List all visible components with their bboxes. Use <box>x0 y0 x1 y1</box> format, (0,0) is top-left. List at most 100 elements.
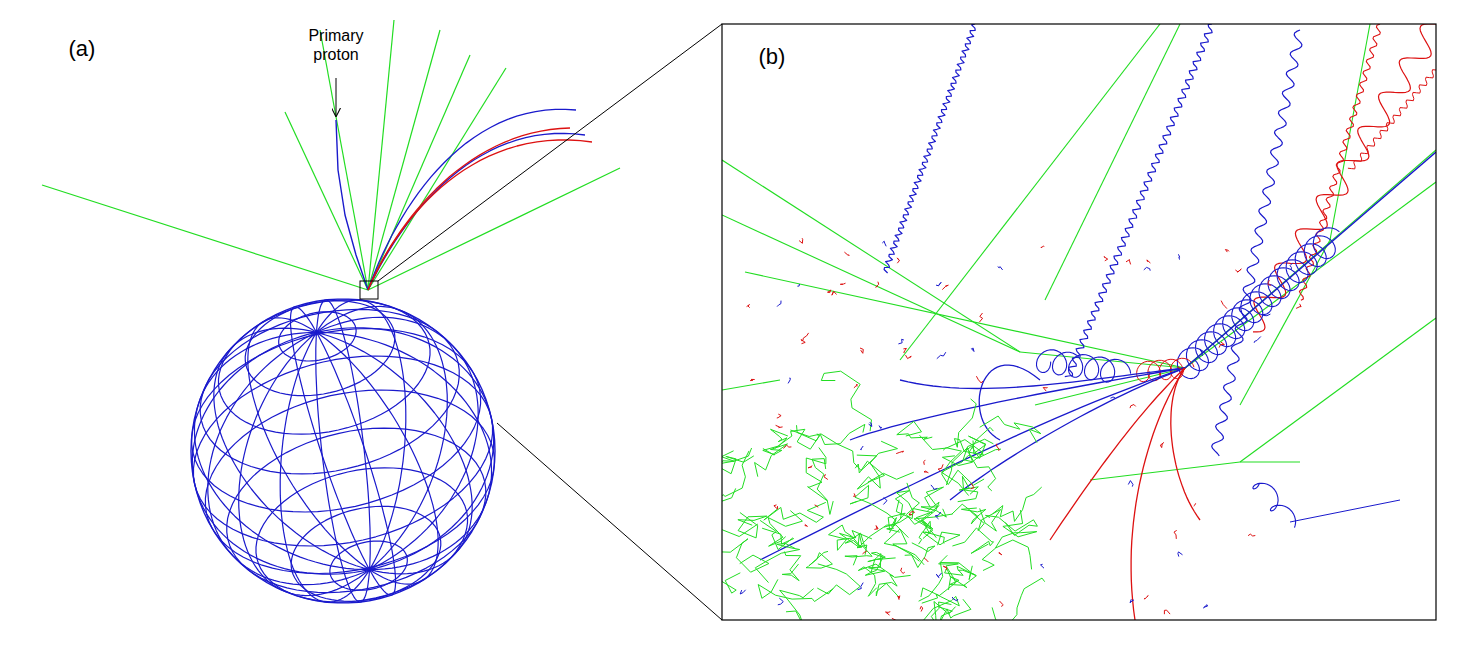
track-line <box>946 439 993 485</box>
track-line <box>760 368 1185 560</box>
track-line <box>924 471 928 473</box>
track-line <box>1144 267 1150 270</box>
track-line <box>1262 314 1271 316</box>
track-line <box>840 525 909 547</box>
track-line <box>768 511 802 547</box>
track-line <box>998 267 1003 270</box>
track-line <box>219 300 431 434</box>
track-line <box>214 328 370 570</box>
track-line <box>1104 257 1108 261</box>
track-line <box>952 597 958 601</box>
track-line <box>958 476 979 501</box>
track-line <box>256 468 468 602</box>
track-line <box>747 305 750 308</box>
track-line <box>857 441 897 489</box>
track-line <box>777 301 781 307</box>
track-line <box>803 333 809 340</box>
overview-panel <box>42 20 620 603</box>
track-line <box>317 332 396 595</box>
track-line <box>884 24 975 273</box>
track-line <box>858 583 864 590</box>
track-line <box>828 290 831 293</box>
track-line <box>1050 368 1185 540</box>
pointer-arrow <box>336 78 337 116</box>
track-line <box>317 300 406 570</box>
track-line <box>776 425 783 427</box>
track-line <box>997 444 1000 451</box>
track-line <box>722 448 754 474</box>
track-line <box>876 282 879 288</box>
track-line <box>790 430 876 471</box>
track-line <box>722 380 780 390</box>
track-line <box>1160 442 1164 447</box>
track-line <box>854 493 856 496</box>
track-line <box>854 384 857 388</box>
track-line <box>972 348 975 352</box>
track-line <box>931 602 955 621</box>
track-line <box>993 487 1042 521</box>
track-line <box>824 475 828 480</box>
track-line <box>920 435 984 465</box>
track-line <box>330 541 407 590</box>
track-line <box>921 555 959 597</box>
track-line <box>1145 596 1149 600</box>
track-line <box>317 306 448 569</box>
track-line <box>722 523 758 542</box>
track-line <box>722 443 734 469</box>
track-line <box>336 120 368 290</box>
track-line <box>1131 368 1185 620</box>
track-line <box>722 160 1020 352</box>
track-line <box>320 30 368 290</box>
track-line <box>1177 367 1183 372</box>
track-line <box>1268 280 1271 285</box>
track-line <box>740 590 745 594</box>
track-line <box>861 446 864 450</box>
track-line <box>992 578 1045 620</box>
track-line <box>783 445 791 448</box>
track-line <box>921 487 946 517</box>
track-line <box>1174 530 1177 539</box>
track-line <box>850 368 1185 440</box>
track-line <box>806 448 827 501</box>
track-line <box>755 444 788 477</box>
track-line <box>1128 481 1133 487</box>
track-line <box>969 427 996 491</box>
track-line <box>758 579 833 601</box>
track-line <box>775 429 819 449</box>
track-line <box>808 466 812 468</box>
track-line <box>192 329 481 513</box>
zoom-panel <box>722 24 1436 620</box>
track-line <box>887 513 906 532</box>
track-line <box>745 272 1185 368</box>
panel-label: (b) <box>752 44 792 70</box>
track-line <box>952 504 986 524</box>
track-line <box>1110 397 1115 398</box>
track-line <box>1203 605 1207 609</box>
zoom-frame <box>722 24 1436 620</box>
track-line <box>898 596 900 600</box>
track-line <box>943 566 947 570</box>
track-line <box>806 551 832 568</box>
track-line <box>780 589 814 620</box>
track-line <box>317 300 371 570</box>
panel-label: (a) <box>62 36 102 62</box>
track-line <box>1171 368 1200 520</box>
track-line <box>368 30 440 290</box>
track-line <box>883 497 887 504</box>
track-line <box>1219 342 1224 348</box>
track-line <box>817 564 860 595</box>
track-line <box>999 552 1002 555</box>
track-line <box>285 112 368 290</box>
track-line <box>1041 564 1045 568</box>
track-line <box>980 416 1041 443</box>
track-line <box>1126 260 1131 265</box>
track-line <box>840 283 845 284</box>
track-line <box>879 426 882 429</box>
track-line <box>855 461 914 482</box>
track-line <box>945 566 976 590</box>
track-line <box>722 215 1020 352</box>
track-line <box>194 356 493 546</box>
track-line <box>1185 152 1436 368</box>
track-line <box>1164 610 1170 614</box>
